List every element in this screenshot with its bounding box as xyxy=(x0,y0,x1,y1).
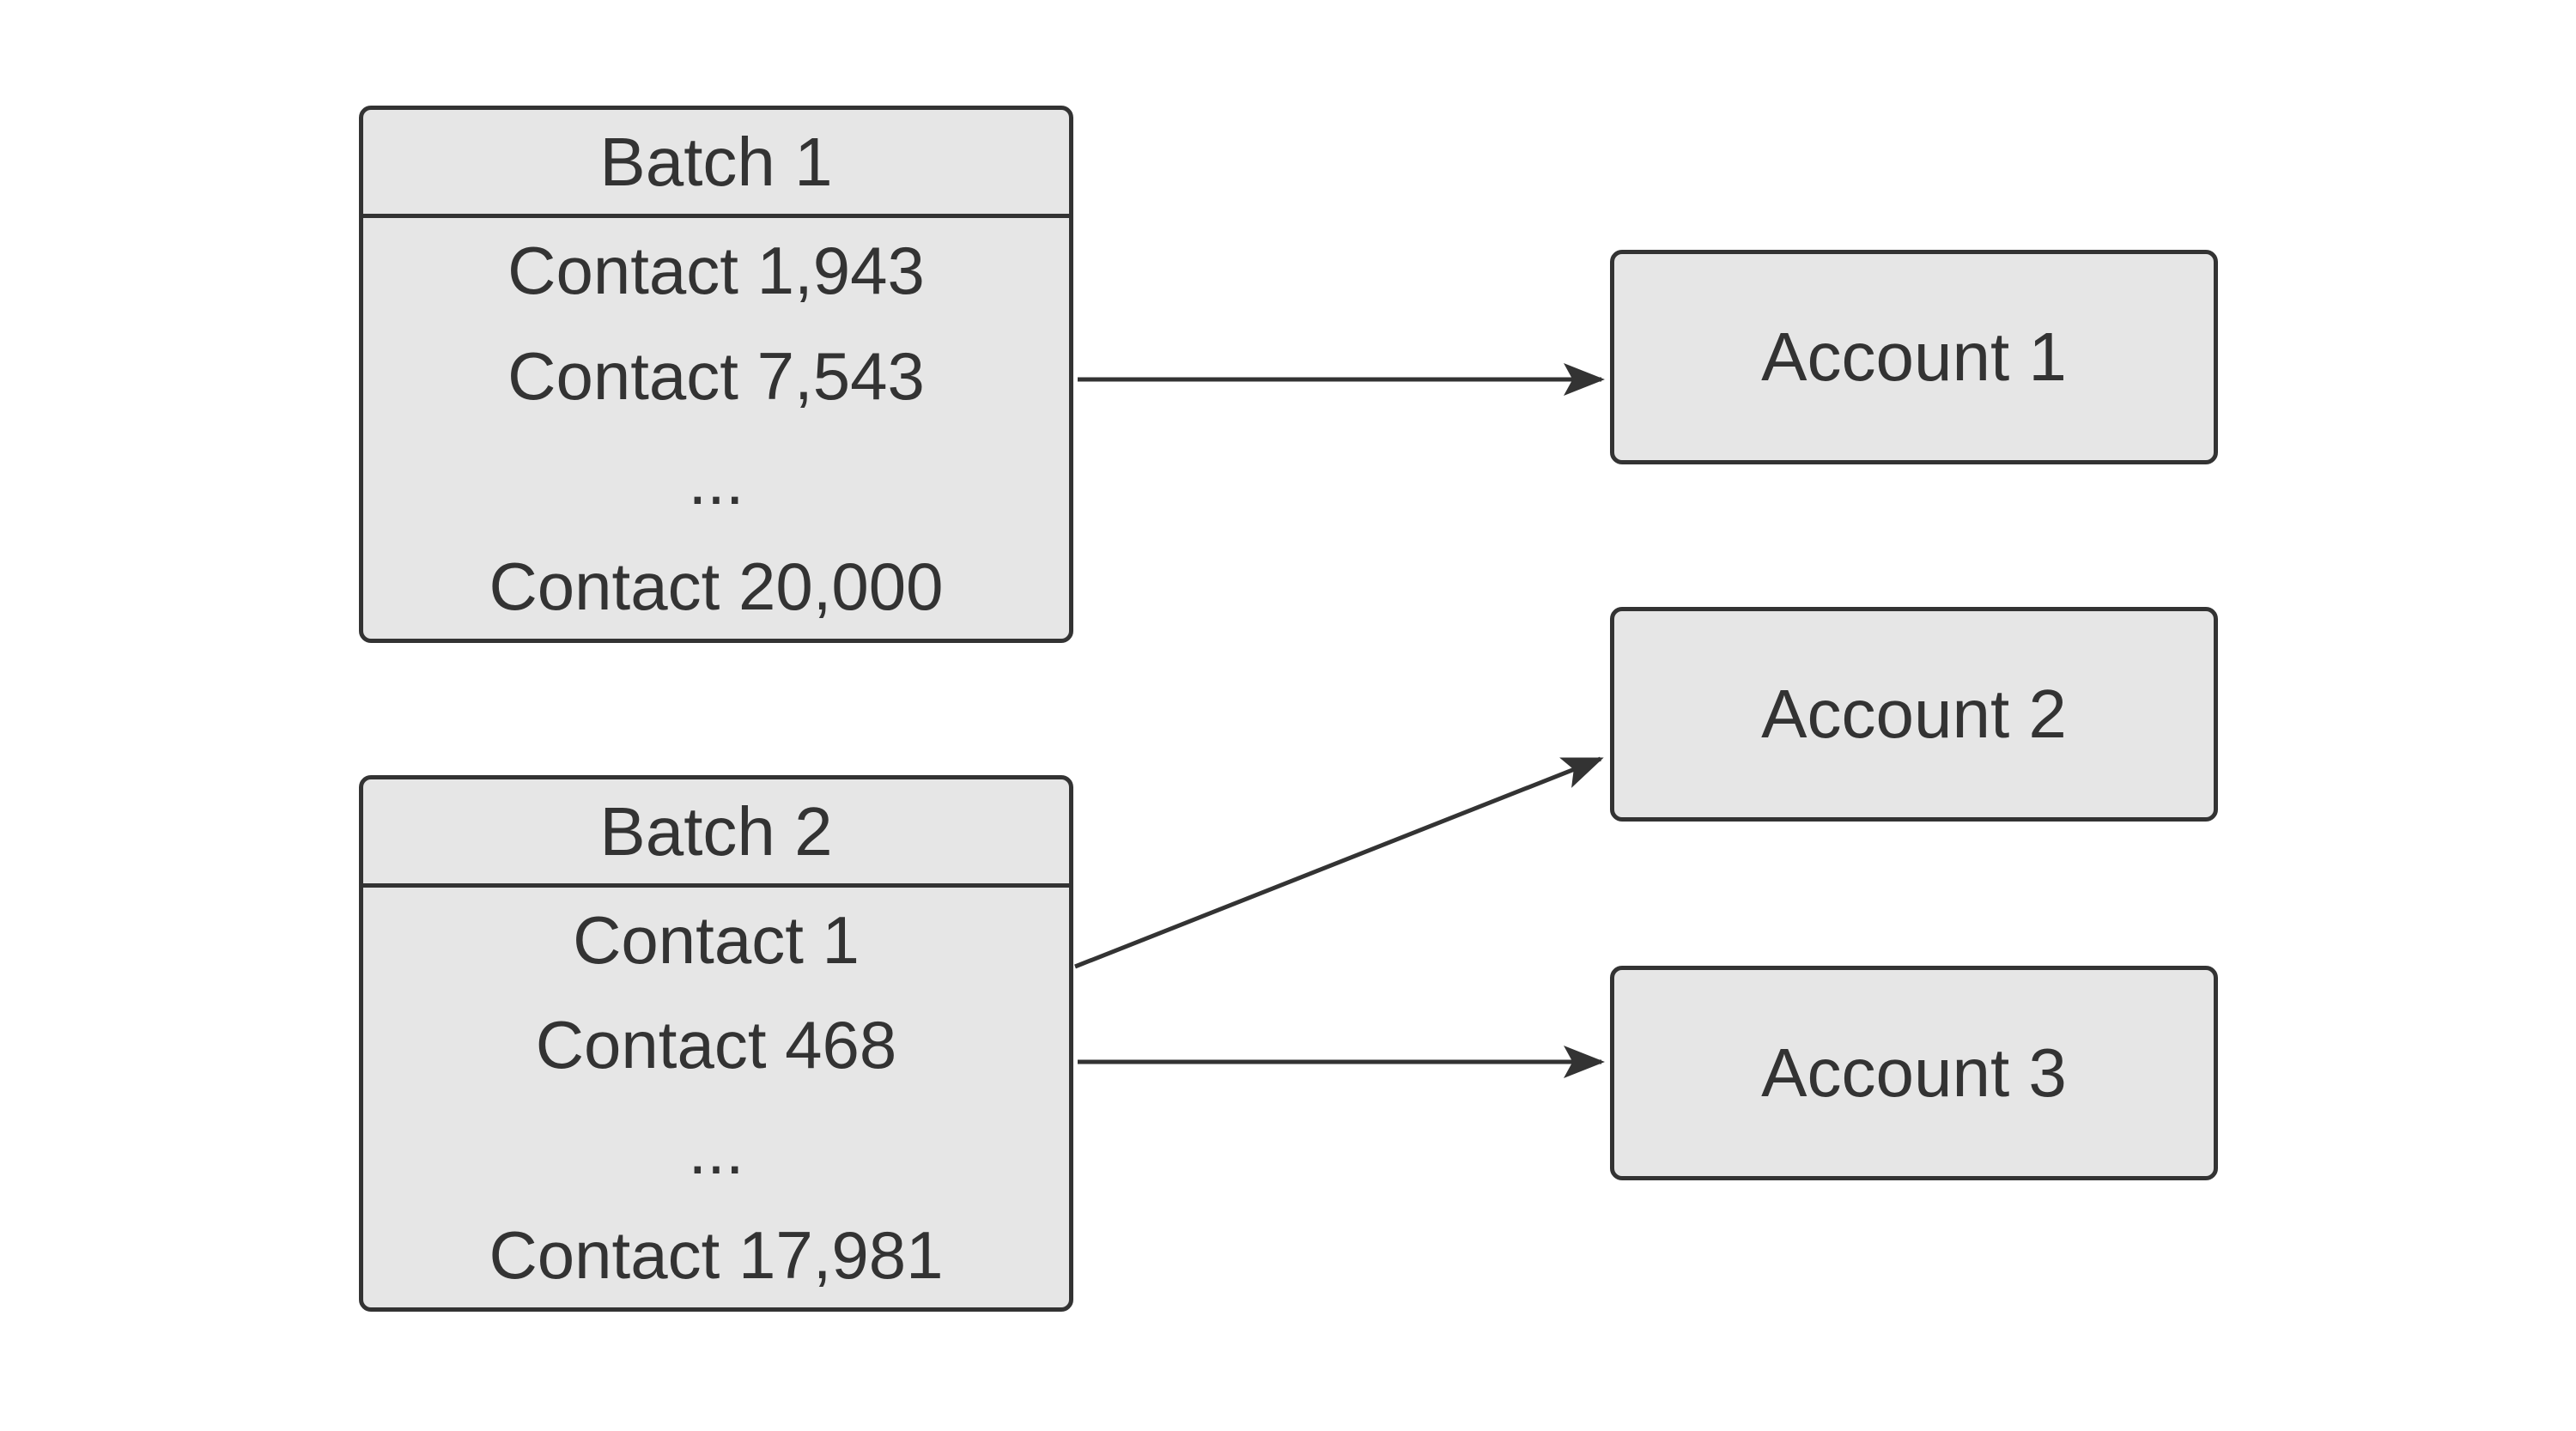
account-3-box: Account 3 xyxy=(1610,966,2218,1180)
batch-1-box: Batch 1 Contact 1,943 Contact 7,543 ... … xyxy=(359,106,1073,643)
arrow-batch2-account2 xyxy=(1074,756,1604,969)
batch-1-title: Batch 1 xyxy=(363,110,1069,218)
contact-item: Contact 20,000 xyxy=(489,548,944,624)
ellipsis-item: ... xyxy=(688,1112,744,1188)
ellipsis-item: ... xyxy=(688,443,744,519)
contact-item: Contact 468 xyxy=(535,1007,897,1083)
account-2-box: Account 2 xyxy=(1610,607,2218,822)
batch-1-contact-list: Contact 1,943 Contact 7,543 ... Contact … xyxy=(363,218,1069,639)
contact-item: Contact 17,981 xyxy=(489,1216,944,1293)
contact-item: Contact 7,543 xyxy=(507,337,925,414)
batch-2-contact-list: Contact 1 Contact 468 ... Contact 17,981 xyxy=(363,888,1069,1307)
account-1-box: Account 1 xyxy=(1610,250,2218,464)
batch-2-title: Batch 2 xyxy=(363,779,1069,888)
contact-item: Contact 1,943 xyxy=(507,233,925,309)
contact-item: Contact 1 xyxy=(573,902,860,979)
batch-2-box: Batch 2 Contact 1 Contact 468 ... Contac… xyxy=(359,775,1073,1312)
